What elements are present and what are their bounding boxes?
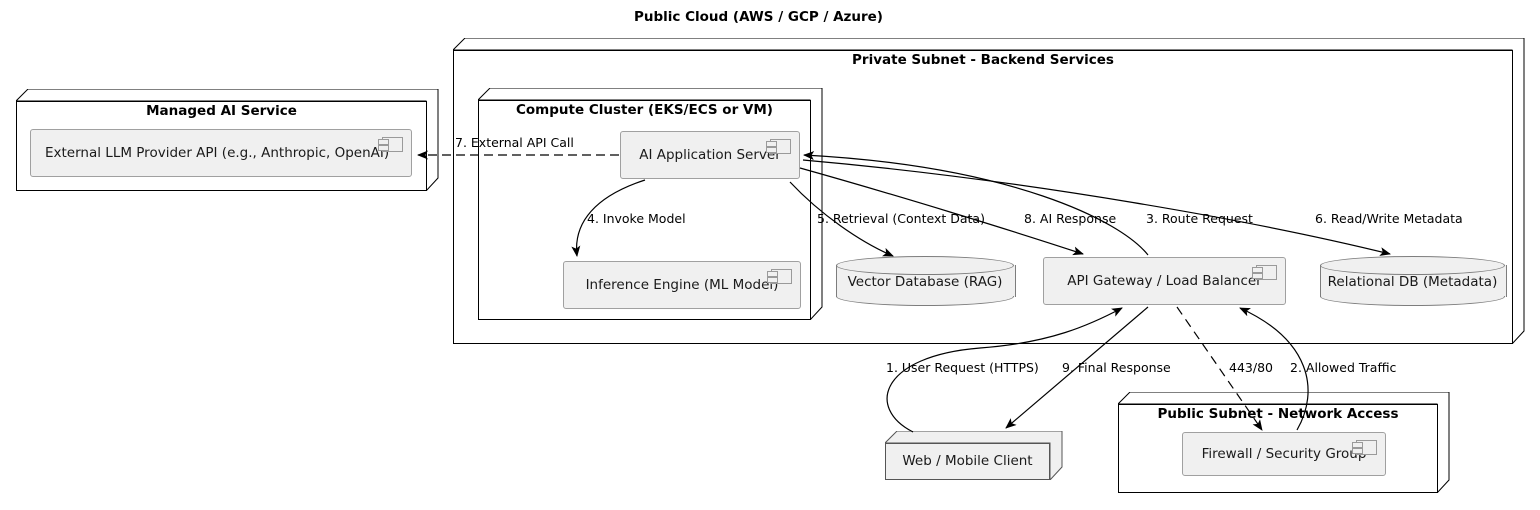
uml-component-icon (766, 139, 791, 154)
uml-component-icon (1352, 440, 1377, 455)
component-firewall-security-group[interactable]: Firewall / Security Group (1182, 432, 1386, 476)
vector-database-label: Vector Database (RAG) (847, 274, 1003, 290)
edge-label-5: 5. Retrieval (Context Data) (817, 211, 985, 226)
external-llm-provider-api-label: External LLM Provider API (e.g., Anthrop… (45, 145, 390, 161)
vector-db-cylinder-top (836, 256, 1014, 275)
managed-ai-service-title: Managed AI Service (146, 103, 297, 119)
relational-db-cylinder-top (1320, 256, 1505, 275)
api-gateway-label: API Gateway / Load Balancer (1067, 273, 1262, 289)
edge-label-7: 7. External API Call (455, 135, 574, 150)
edge-label-3: 3. Route Request (1146, 211, 1253, 226)
component-external-llm-provider-api[interactable]: External LLM Provider API (e.g., Anthrop… (30, 129, 412, 177)
uml-component-icon (378, 137, 403, 152)
web-mobile-client-3d-shape (885, 431, 1063, 480)
uml-component-icon (1252, 265, 1277, 280)
web-mobile-client-label: Web / Mobile Client (902, 453, 1033, 469)
edge-label-4: 4. Invoke Model (587, 211, 686, 226)
component-inference-engine[interactable]: Inference Engine (ML Model) (563, 261, 801, 309)
relational-db-label: Relational DB (Metadata) (1327, 274, 1498, 290)
private-subnet-title: Private Subnet - Backend Services (852, 52, 1114, 68)
database-vector-database[interactable]: Vector Database (RAG) (836, 256, 1016, 306)
edge-label-443-80: 443/80 (1229, 360, 1273, 375)
edge-label-2: 2. Allowed Traffic (1290, 360, 1397, 375)
ai-application-server-label: AI Application Server (639, 147, 781, 163)
node-web-mobile-client[interactable]: Web / Mobile Client (885, 431, 1063, 480)
edge-label-6: 6. Read/Write Metadata (1315, 211, 1463, 226)
edge-label-1: 1. User Request (HTTPS) (886, 360, 1039, 375)
diagram-title: Public Cloud (AWS / GCP / Azure) (634, 9, 883, 25)
edge-label-9: 9. Final Response (1062, 360, 1171, 375)
edge-label-8: 8. AI Response (1024, 211, 1117, 226)
compute-cluster-title: Compute Cluster (EKS/ECS or VM) (516, 102, 773, 118)
inference-engine-label: Inference Engine (ML Model) (585, 277, 779, 293)
database-relational-db[interactable]: Relational DB (Metadata) (1320, 256, 1507, 306)
uml-component-icon (767, 269, 792, 284)
firewall-security-group-label: Firewall / Security Group (1201, 446, 1367, 462)
public-subnet-title: Public Subnet - Network Access (1157, 406, 1399, 422)
component-ai-application-server[interactable]: AI Application Server (620, 131, 800, 179)
component-api-gateway[interactable]: API Gateway / Load Balancer (1043, 257, 1286, 305)
